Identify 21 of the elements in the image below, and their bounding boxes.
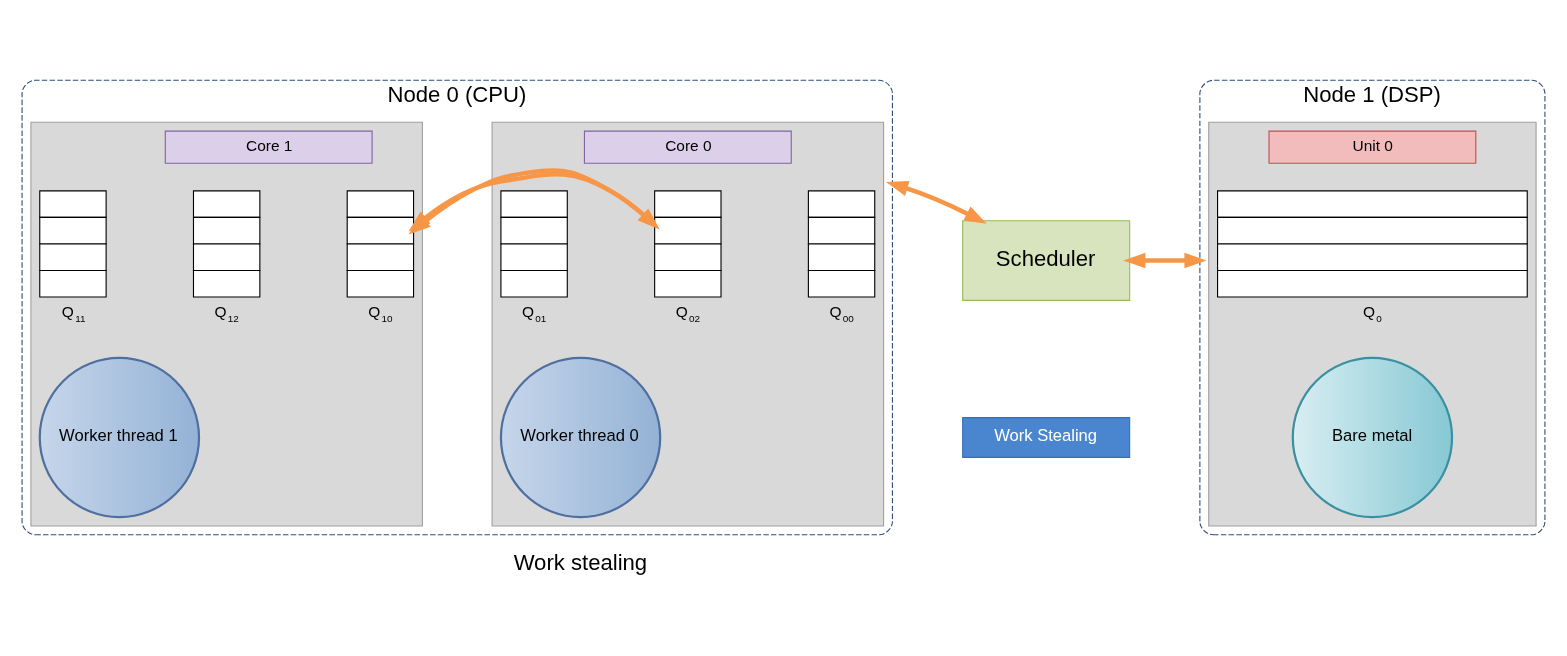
node-label: Q$_{02}$: [675, 302, 701, 325]
cluster: [30, 121, 423, 527]
node-box: Unit 0: [1268, 130, 1477, 164]
cluster: [491, 121, 885, 527]
node-circle: Bare metal: [1291, 356, 1454, 519]
node-label: Q$_{00}$: [829, 302, 854, 325]
cluster: [1208, 121, 1537, 527]
arrow: [886, 181, 987, 224]
node-box: Core 0: [583, 130, 792, 164]
node-box: Scheduler: [962, 220, 1131, 301]
node-box: Core 1: [164, 130, 373, 164]
node-label: Q$_{0}$: [1363, 302, 1382, 325]
node-label: Q$_{10}$: [368, 302, 393, 325]
node-label: Q$_{11}$: [61, 302, 86, 325]
node-label: Work stealing: [513, 550, 648, 576]
node-box: Work Stealing: [962, 417, 1131, 458]
node-label: Q$_{01}$: [521, 302, 547, 325]
node-label: Q$_{12}$: [214, 302, 239, 325]
node-circle: Worker thread 1: [38, 356, 201, 519]
arrow: [1123, 252, 1207, 269]
node-circle: Worker thread 0: [499, 356, 662, 519]
